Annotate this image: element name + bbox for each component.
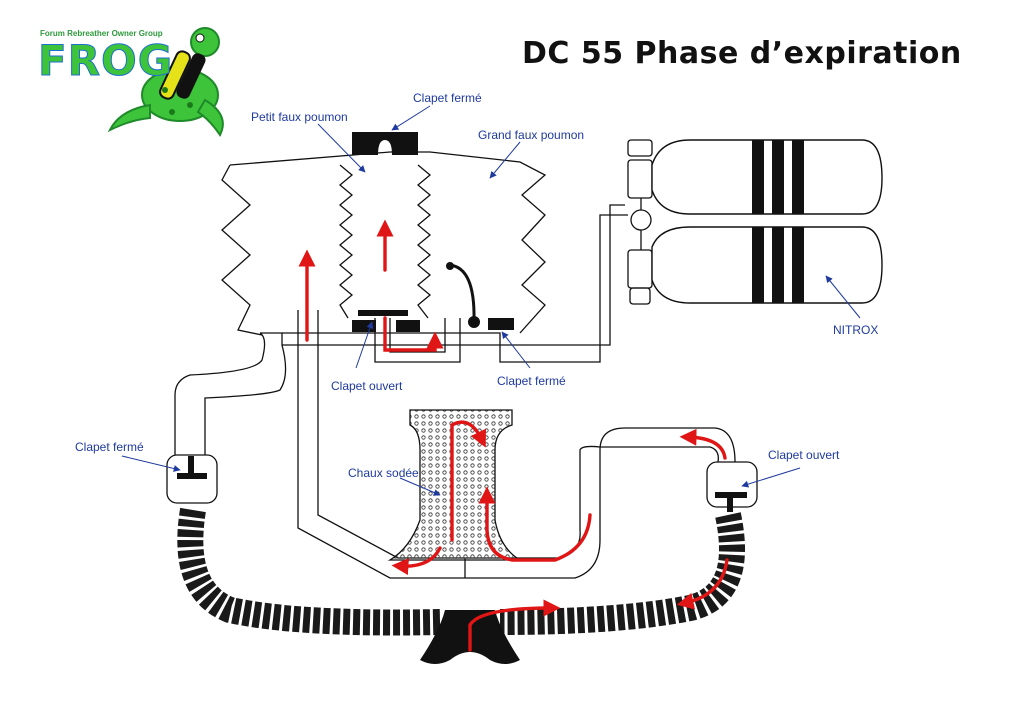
logo-wordmark: FROG xyxy=(37,36,174,86)
inner-valves-icon xyxy=(352,262,514,332)
soda-lime-canister xyxy=(387,409,523,561)
label-petit-faux-poumon: Petit faux poumon xyxy=(251,110,348,124)
flow-arrows xyxy=(298,219,729,652)
label-clapet-ferme-right: Clapet fermé xyxy=(497,374,566,388)
frog-logo-icon xyxy=(107,27,224,137)
label-clapet-ouvert-right: Clapet ouvert xyxy=(768,448,840,462)
label-grand-faux-poumon: Grand faux poumon xyxy=(478,128,585,142)
page-title: DC 55 Phase d’expiration xyxy=(522,36,962,71)
label-chaux-sodee: Chaux sodée xyxy=(348,466,419,480)
label-nitrox: NITROX xyxy=(833,323,879,337)
label-leader-lines xyxy=(121,105,861,496)
nitrox-cylinders-icon xyxy=(651,139,883,304)
cylinder-connection xyxy=(627,139,653,305)
logo-tagline: Forum Rebreather Owner Group xyxy=(40,29,163,38)
top-valve-icon xyxy=(352,132,418,155)
right-valve-icon xyxy=(706,461,758,512)
counterlung-outline xyxy=(221,151,547,336)
left-valve-icon xyxy=(166,454,218,504)
label-clapet-ouvert-center: Clapet ouvert xyxy=(331,379,403,393)
label-clapet-ferme-top: Clapet fermé xyxy=(413,91,482,105)
label-clapet-ferme-left: Clapet fermé xyxy=(75,440,144,454)
